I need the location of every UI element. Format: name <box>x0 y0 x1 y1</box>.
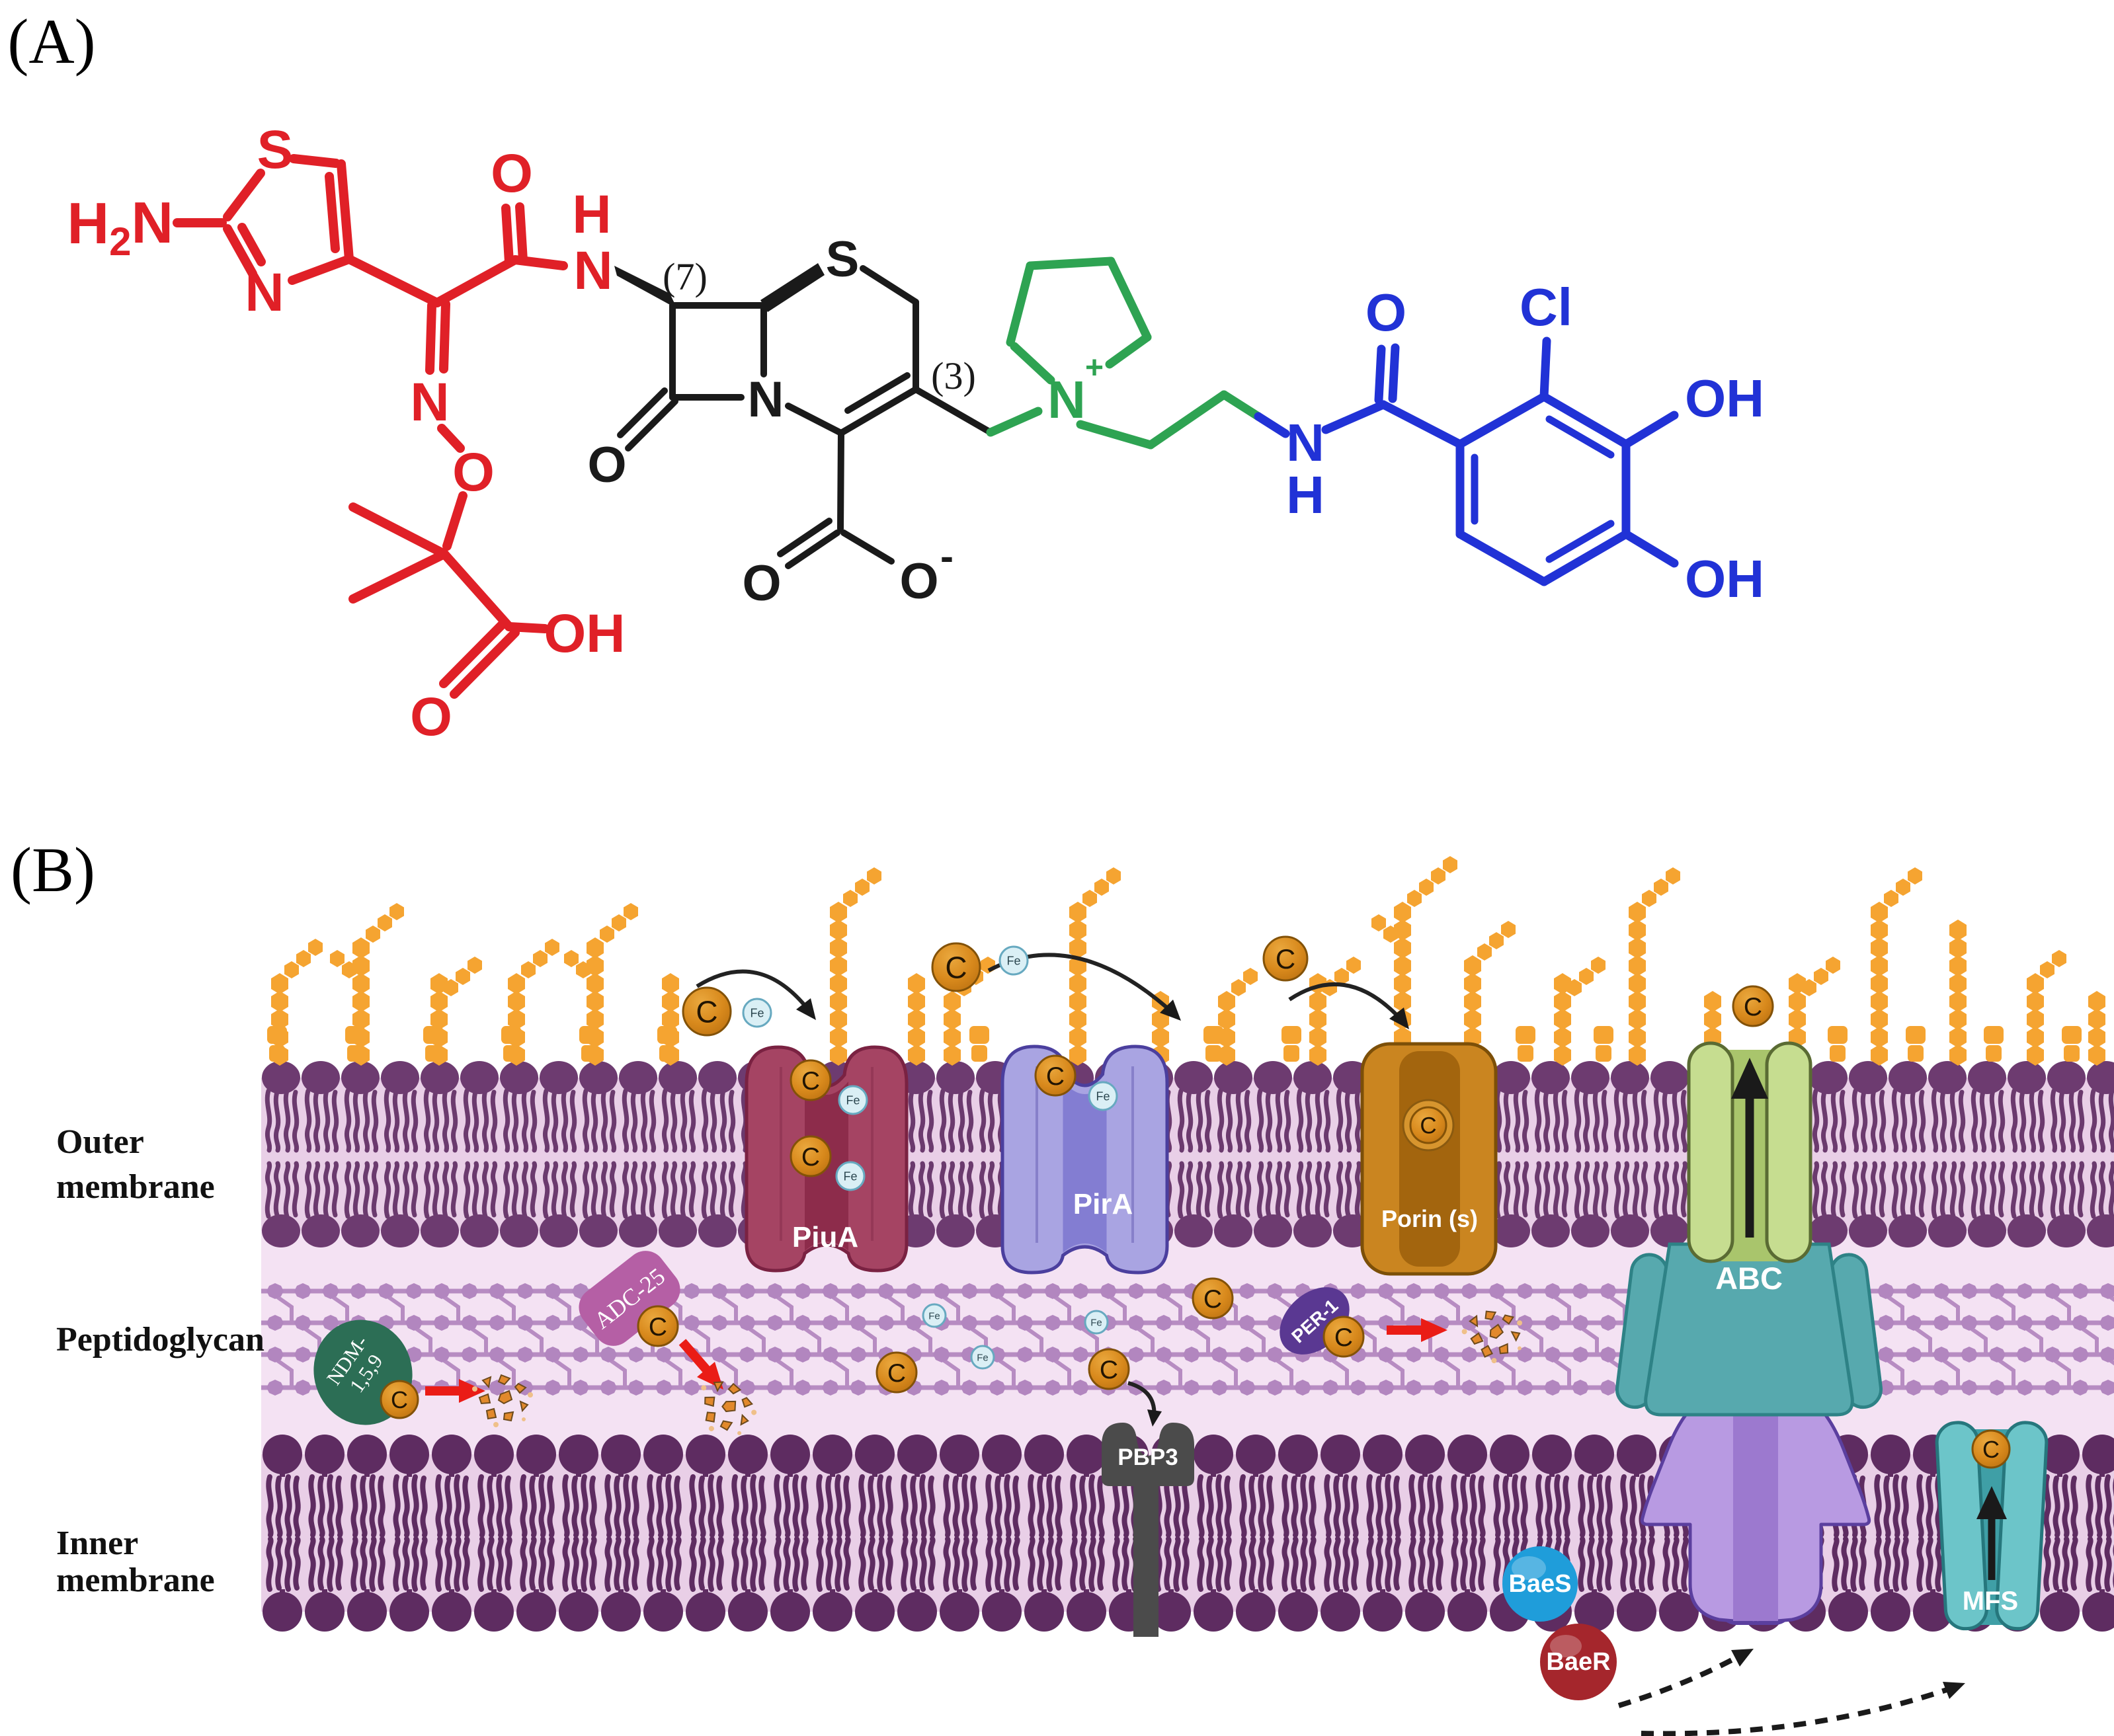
svg-text:C: C <box>801 1067 820 1095</box>
svg-text:Outer: Outer <box>56 1123 144 1161</box>
svg-text:C: C <box>696 995 717 1029</box>
svg-text:N: N <box>1047 370 1086 429</box>
svg-text:C: C <box>801 1143 820 1171</box>
svg-text:C: C <box>391 1386 408 1413</box>
svg-text:C: C <box>1046 1062 1065 1091</box>
svg-text:C: C <box>945 951 967 985</box>
svg-text:(B): (B) <box>11 834 95 905</box>
svg-text:Fe: Fe <box>843 1169 857 1183</box>
svg-text:membrane: membrane <box>56 1168 215 1206</box>
svg-text:BaeR: BaeR <box>1546 1648 1610 1676</box>
svg-text:Fe: Fe <box>1096 1089 1110 1103</box>
svg-text:Fe: Fe <box>750 1006 764 1019</box>
svg-text:PBP3: PBP3 <box>1118 1444 1178 1470</box>
svg-text:Porin (s): Porin (s) <box>1381 1205 1478 1232</box>
svg-text:(7): (7) <box>663 255 708 298</box>
svg-text:C: C <box>1100 1356 1118 1384</box>
svg-text:C: C <box>887 1359 906 1388</box>
svg-text:+: + <box>1085 350 1104 385</box>
svg-text:PiuA: PiuA <box>792 1221 858 1253</box>
svg-text:OH: OH <box>544 604 626 664</box>
svg-text:N: N <box>573 241 612 301</box>
svg-text:Cl: Cl <box>1520 278 1572 336</box>
svg-text:membrane: membrane <box>56 1561 215 1599</box>
svg-text:C: C <box>1203 1285 1222 1314</box>
svg-text:O: O <box>491 143 533 204</box>
svg-text:OH: OH <box>1685 369 1764 428</box>
svg-text:-: - <box>940 534 954 578</box>
svg-text:S: S <box>257 120 294 180</box>
svg-text:Peptidoglycan: Peptidoglycan <box>56 1321 264 1359</box>
svg-text:N: N <box>748 372 784 428</box>
svg-text:Fe: Fe <box>928 1310 940 1322</box>
svg-text:O: O <box>899 553 938 610</box>
svg-text:C: C <box>1276 943 1295 974</box>
svg-text:Fe: Fe <box>1090 1317 1102 1328</box>
svg-text:Fe: Fe <box>977 1352 989 1363</box>
svg-text:O: O <box>587 437 626 493</box>
svg-text:O: O <box>410 687 452 747</box>
svg-text:O: O <box>742 555 781 612</box>
svg-text:O: O <box>1365 283 1406 342</box>
svg-text:H: H <box>572 184 611 245</box>
svg-text:H: H <box>1286 465 1324 524</box>
svg-text:C: C <box>1982 1436 2000 1463</box>
svg-text:Fe: Fe <box>1006 954 1020 967</box>
svg-text:(A): (A) <box>7 6 95 77</box>
svg-text:Fe: Fe <box>846 1093 860 1107</box>
svg-text:C: C <box>1420 1113 1436 1139</box>
svg-text:O: O <box>452 442 495 502</box>
svg-text:OH: OH <box>1685 549 1764 608</box>
svg-text:N: N <box>245 262 284 323</box>
svg-text:MFS: MFS <box>1963 1587 2018 1616</box>
svg-text:BaeS: BaeS <box>1508 1570 1571 1598</box>
svg-text:C: C <box>1744 993 1762 1021</box>
svg-text:(3): (3) <box>931 354 976 397</box>
svg-text:ABC: ABC <box>1715 1261 1783 1296</box>
svg-text:N: N <box>410 372 449 432</box>
svg-text:C: C <box>1334 1323 1353 1352</box>
svg-text:Inner: Inner <box>56 1524 138 1562</box>
svg-text:N: N <box>1286 413 1324 472</box>
svg-text:S: S <box>826 231 860 288</box>
svg-text:C: C <box>649 1313 667 1341</box>
svg-text:PirA: PirA <box>1073 1188 1133 1220</box>
